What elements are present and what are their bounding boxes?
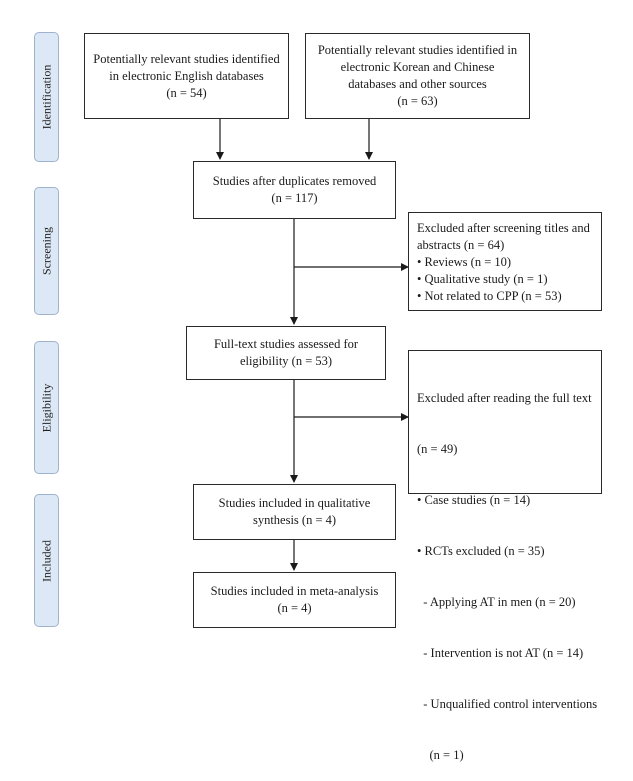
phase-identification: Identification [34, 32, 59, 162]
excl-full-line-2: (n = 49) [417, 442, 458, 456]
excl-full-line-3: • Case studies (n = 14) [417, 493, 531, 507]
excl-full-line-5: - Applying AT in men (n = 20) [417, 595, 576, 609]
korean-line-4: (n = 63) [397, 94, 438, 108]
excl-full-line-7: - Unqualified control interventions [417, 697, 598, 711]
korean-line-3: databases and other sources [348, 77, 487, 91]
box-english-databases: Potentially relevant studies identified … [84, 33, 289, 119]
meta-line-1: Studies included in meta-analysis [210, 584, 379, 598]
box-excluded-full-text: Excluded after reading the full text (n … [408, 350, 602, 762]
box-after-duplicates: Studies after duplicates removed (n = 11… [193, 161, 396, 219]
excl-full-line-1: Excluded after reading the full text [417, 391, 592, 405]
fulltext-line-2: eligibility (n = 53) [239, 354, 333, 368]
korean-line-2: electronic Korean and Chinese [340, 60, 495, 74]
box-qualitative-synthesis: Studies included in qualitative synthesi… [193, 484, 396, 540]
box-meta-analysis: Studies included in meta-analysis (n = 4… [193, 572, 396, 628]
excl-screen-line-5: • Not related to CPP (n = 53) [417, 289, 562, 303]
excl-full-line-6: - Intervention is not AT (n = 14) [417, 646, 584, 660]
excl-screen-line-2: abstracts (n = 64) [417, 238, 505, 252]
fulltext-line-1: Full-text studies assessed for [213, 337, 359, 351]
box-korean-chinese-databases: Potentially relevant studies identified … [305, 33, 530, 119]
qualitative-line-1: Studies included in qualitative [218, 496, 371, 510]
excl-screen-line-1: Excluded after screening titles and [417, 221, 590, 235]
phase-eligibility: Eligibility [34, 341, 59, 474]
english-line-3: (n = 54) [166, 85, 207, 100]
meta-line-2: (n = 4) [277, 601, 312, 615]
duplicates-line-2: (n = 117) [271, 191, 318, 205]
excl-full-line-4: • RCTs excluded (n = 35) [417, 544, 545, 558]
phase-screening: Screening [34, 187, 59, 315]
duplicates-line-1: Studies after duplicates removed [212, 174, 377, 188]
phase-included: Included [34, 494, 59, 627]
box-excluded-screening: Excluded after screening titles and abst… [408, 212, 602, 311]
qualitative-line-2: synthesis (n = 4) [252, 513, 337, 527]
excl-screen-line-3: • Reviews (n = 10) [417, 255, 512, 269]
korean-line-1: Potentially relevant studies identified … [317, 43, 518, 57]
excl-screen-line-4: • Qualitative study (n = 1) [417, 272, 548, 286]
flow-connectors [216, 119, 409, 571]
english-line-2: in electronic English databases [109, 68, 264, 83]
box-full-text-assessed: Full-text studies assessed for eligibili… [186, 326, 386, 380]
english-line-1: Potentially relevant studies identified [93, 51, 280, 66]
excl-full-line-8: (n = 1) [417, 748, 464, 762]
